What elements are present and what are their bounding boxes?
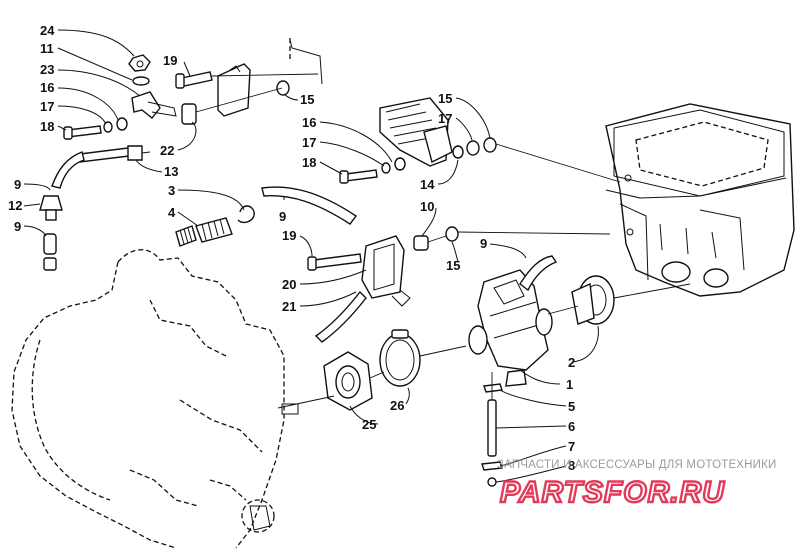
springs-and-clip <box>175 186 358 247</box>
callout-5: 5 <box>568 399 575 414</box>
callout-16: 16 <box>40 80 54 95</box>
callout-24: 24 <box>40 23 55 38</box>
throttle-cable-bracket <box>39 54 177 271</box>
callout-19: 19 <box>163 53 177 68</box>
intake-flanges <box>277 275 691 487</box>
callout-6: 6 <box>568 419 575 434</box>
callout-17: 17 <box>302 135 316 150</box>
callout-13: 13 <box>164 164 178 179</box>
callout-15: 15 <box>300 92 314 107</box>
air-box <box>605 103 795 297</box>
callout-14: 14 <box>420 177 435 192</box>
callout-9: 9 <box>279 209 286 224</box>
leader-lines <box>23 29 599 483</box>
watermark-logo: PARTSFOR.RU <box>500 476 725 509</box>
callout-17: 17 <box>438 111 452 126</box>
callout-3: 3 <box>168 183 175 198</box>
top-mount-bracket <box>175 38 323 125</box>
callout-11: 11 <box>40 41 54 56</box>
callout-8: 8 <box>568 458 575 473</box>
oil-pump-assembly <box>339 97 621 184</box>
callout-22: 22 <box>160 143 174 158</box>
callout-26: 26 <box>390 398 404 413</box>
callout-15: 15 <box>446 258 460 273</box>
callout-9: 9 <box>480 236 487 251</box>
callout-15: 15 <box>438 91 452 106</box>
callout-16: 16 <box>302 115 316 130</box>
callout-9: 9 <box>14 219 21 234</box>
callout-19: 19 <box>282 228 296 243</box>
callout-7: 7 <box>568 439 575 454</box>
callout-20: 20 <box>282 277 296 292</box>
callout-12: 12 <box>8 198 22 213</box>
watermark: ЗАПЧАСТИ И АКСЕССУАРЫ ДЛЯ МОТОТЕХНИКИ PA… <box>497 459 777 510</box>
fuel-pump <box>307 226 611 343</box>
carburetor <box>468 255 558 387</box>
callout-17: 17 <box>40 99 54 114</box>
callout-4: 4 <box>168 205 176 220</box>
callout-2: 2 <box>568 355 575 370</box>
callout-25: 25 <box>362 417 376 432</box>
callout-1: 1 <box>566 377 573 392</box>
callout-23: 23 <box>40 62 54 77</box>
callout-9: 9 <box>14 177 21 192</box>
callout-21: 21 <box>282 299 296 314</box>
engine-outline <box>11 249 299 549</box>
watermark-caption: ЗАПЧАСТИ И АКСЕССУАРЫ ДЛЯ МОТОТЕХНИКИ <box>497 459 777 471</box>
callout-10: 10 <box>420 199 434 214</box>
callout-18: 18 <box>40 119 54 134</box>
callout-18: 18 <box>302 155 316 170</box>
callout-labels: 24 11 23 16 17 18 19 15 22 13 9 12 9 3 4… <box>8 23 575 473</box>
